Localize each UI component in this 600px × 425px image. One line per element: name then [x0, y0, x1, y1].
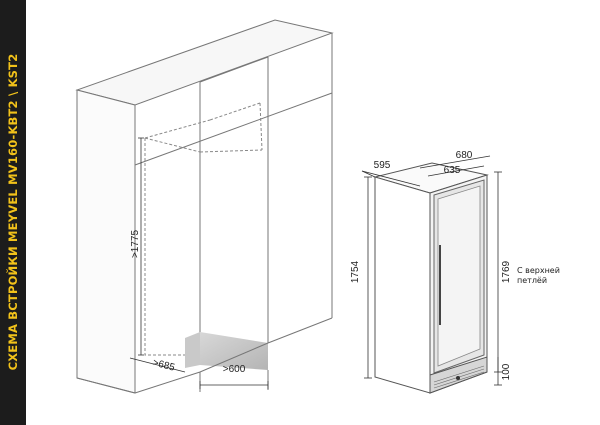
appliance-plinth — [429, 356, 488, 394]
appliance-depth-total-label: 680 — [456, 150, 473, 161]
control-button — [456, 376, 460, 380]
hinge-note: С верхней петлёй — [517, 266, 560, 286]
appliance-height-label: 1754 — [350, 260, 361, 283]
niche-depth-label: >685 — [151, 358, 176, 374]
niche-floor — [200, 332, 268, 370]
side-banner: СХЕМА ВСТРОЙКИ MEYVEL MV160-KBT2 \ KST2 — [0, 0, 26, 425]
hinge-note-line2: петлёй — [517, 276, 548, 285]
appliance-dimension-lines — [361, 155, 502, 386]
wine-cabinet-drawing — [373, 162, 489, 394]
niche-dimension-lines — [129, 137, 269, 389]
appliance-side — [374, 176, 431, 394]
appliance-plinth-label: 100 — [501, 363, 512, 380]
appliance-depth-body-label: 635 — [444, 165, 461, 176]
cabinet-top — [75, 19, 334, 106]
niche-width-label: >600 — [223, 364, 246, 375]
niche-height-label: >1775 — [130, 230, 141, 259]
appliance-height-right-label: 1769 — [501, 260, 512, 283]
hinge-note-line1: С верхней — [517, 266, 560, 275]
cabinet-left-wall — [76, 89, 136, 394]
niche-dashed-outline — [144, 138, 200, 356]
cabinet-niche-drawing — [75, 19, 334, 394]
appliance-width-label: 595 — [374, 160, 391, 171]
